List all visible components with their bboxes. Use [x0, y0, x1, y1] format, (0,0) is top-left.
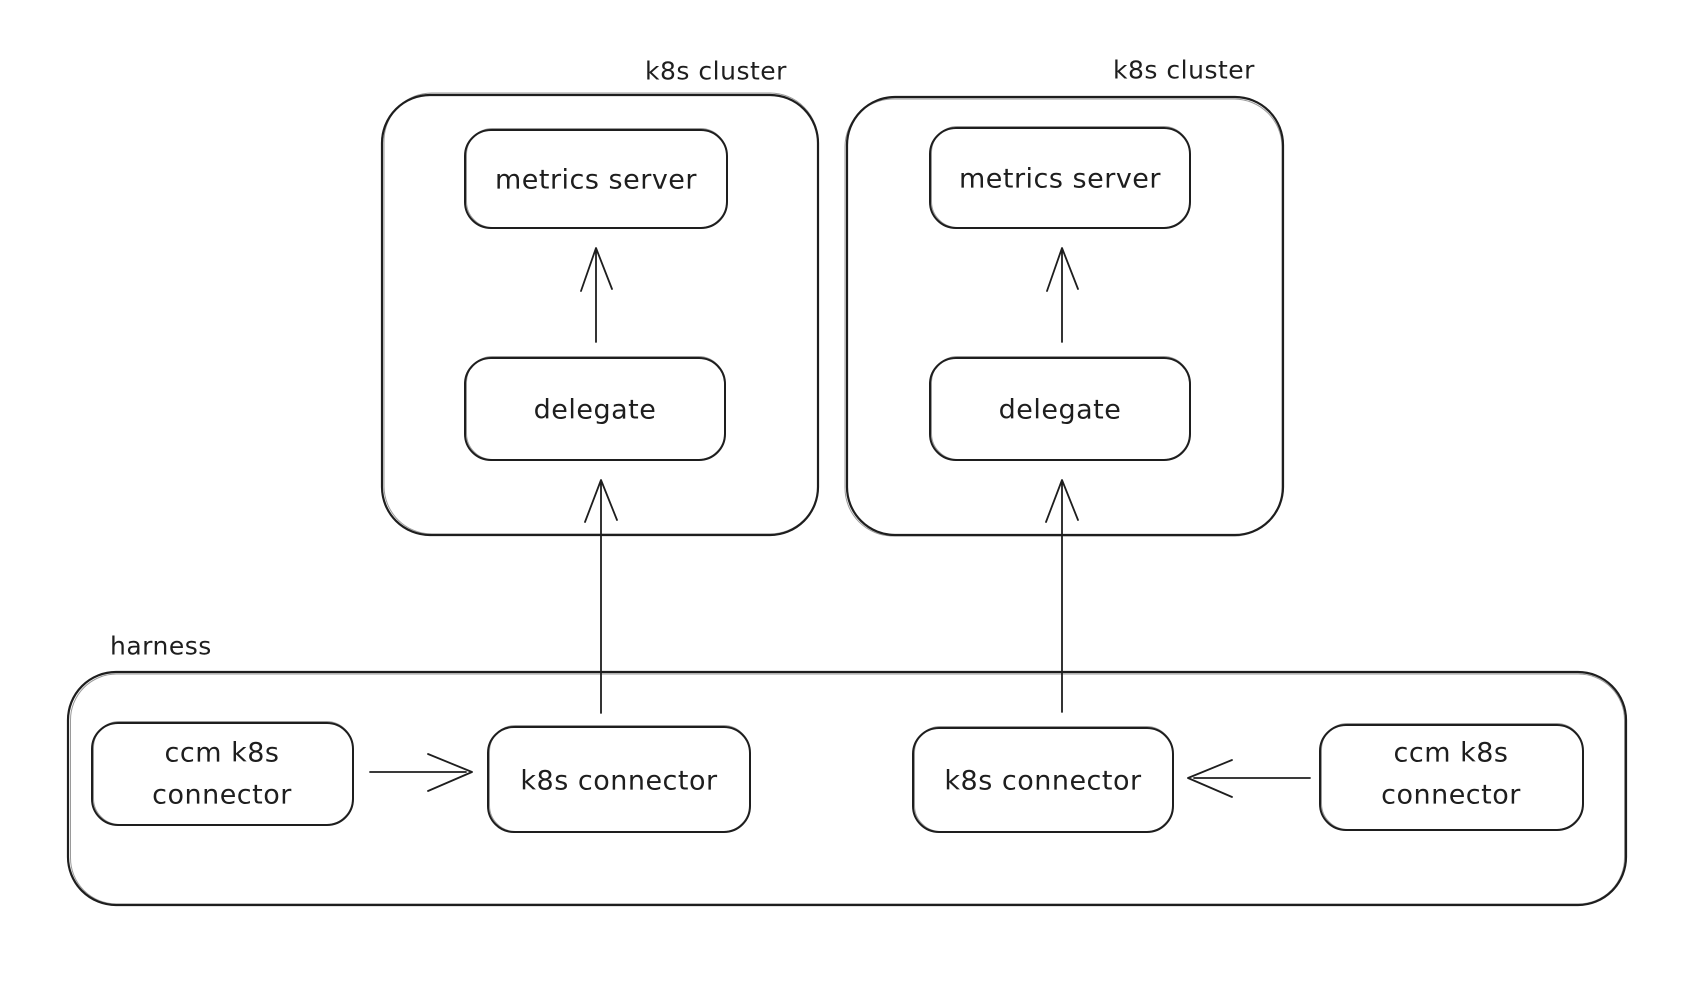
arrow-k8s-connector-to-delegate-left: [584, 479, 618, 714]
cluster-right-label: k8s cluster: [1113, 56, 1255, 85]
delegate-left-sketch-echo: [466, 356, 725, 460]
k8s-connector-right-label: k8s connector: [944, 766, 1142, 797]
arrow-ccm-to-k8s-connector-left: [369, 753, 473, 792]
delegate-right-box: [929, 357, 1191, 461]
ccm-k8s-connector-left-box: [91, 722, 354, 826]
ccm-k8s-connector-right-label-line2: connector: [1381, 780, 1521, 811]
ccm-k8s-connector-left-label-line2: connector: [152, 780, 292, 811]
k8s-connector-right-box: [912, 727, 1174, 833]
delegate-right-sketch-echo: [931, 356, 1190, 460]
delegate-left-label: delegate: [534, 395, 657, 426]
ccm-k8s-connector-right-sketch-echo: [1321, 723, 1583, 830]
harness-label: harness: [110, 632, 212, 661]
ccm-k8s-connector-left-sketch-echo: [93, 721, 353, 825]
metrics-server-right-label: metrics server: [959, 164, 1161, 195]
metrics-server-right-box: [929, 127, 1191, 229]
k8s-connector-left-sketch-echo: [489, 725, 750, 832]
harness-box: [66, 670, 1628, 907]
arrow-delegate-to-metrics-right: [1046, 247, 1079, 343]
cluster-left-label: k8s cluster: [645, 57, 787, 86]
metrics-server-left-sketch-echo: [466, 128, 727, 228]
k8s-connector-right-sketch-echo: [914, 726, 1173, 832]
metrics-server-left-label: metrics server: [495, 165, 697, 196]
metrics-server-right-sketch-echo: [931, 126, 1190, 228]
delegate-left-box: [464, 357, 726, 461]
ccm-k8s-connector-right-label-line1: ccm k8s: [1394, 738, 1509, 769]
metrics-server-left-box: [464, 129, 728, 229]
ccm-k8s-connector-right-box: [1319, 724, 1584, 831]
ccm-k8s-connector-left-label-line1: ccm k8s: [165, 738, 280, 769]
arrow-k8s-connector-to-delegate-right: [1045, 479, 1079, 713]
delegate-right-label: delegate: [999, 395, 1122, 426]
k8s-connector-left-box: [487, 726, 751, 833]
arrow-delegate-to-metrics-left: [580, 247, 613, 343]
cluster-right-box-sketch-echo: [844, 98, 1283, 537]
arrow-ccm-to-k8s-connector-right: [1187, 759, 1311, 798]
harness-box-sketch-echo: [70, 673, 1625, 905]
k8s-connector-left-label: k8s connector: [520, 766, 718, 797]
